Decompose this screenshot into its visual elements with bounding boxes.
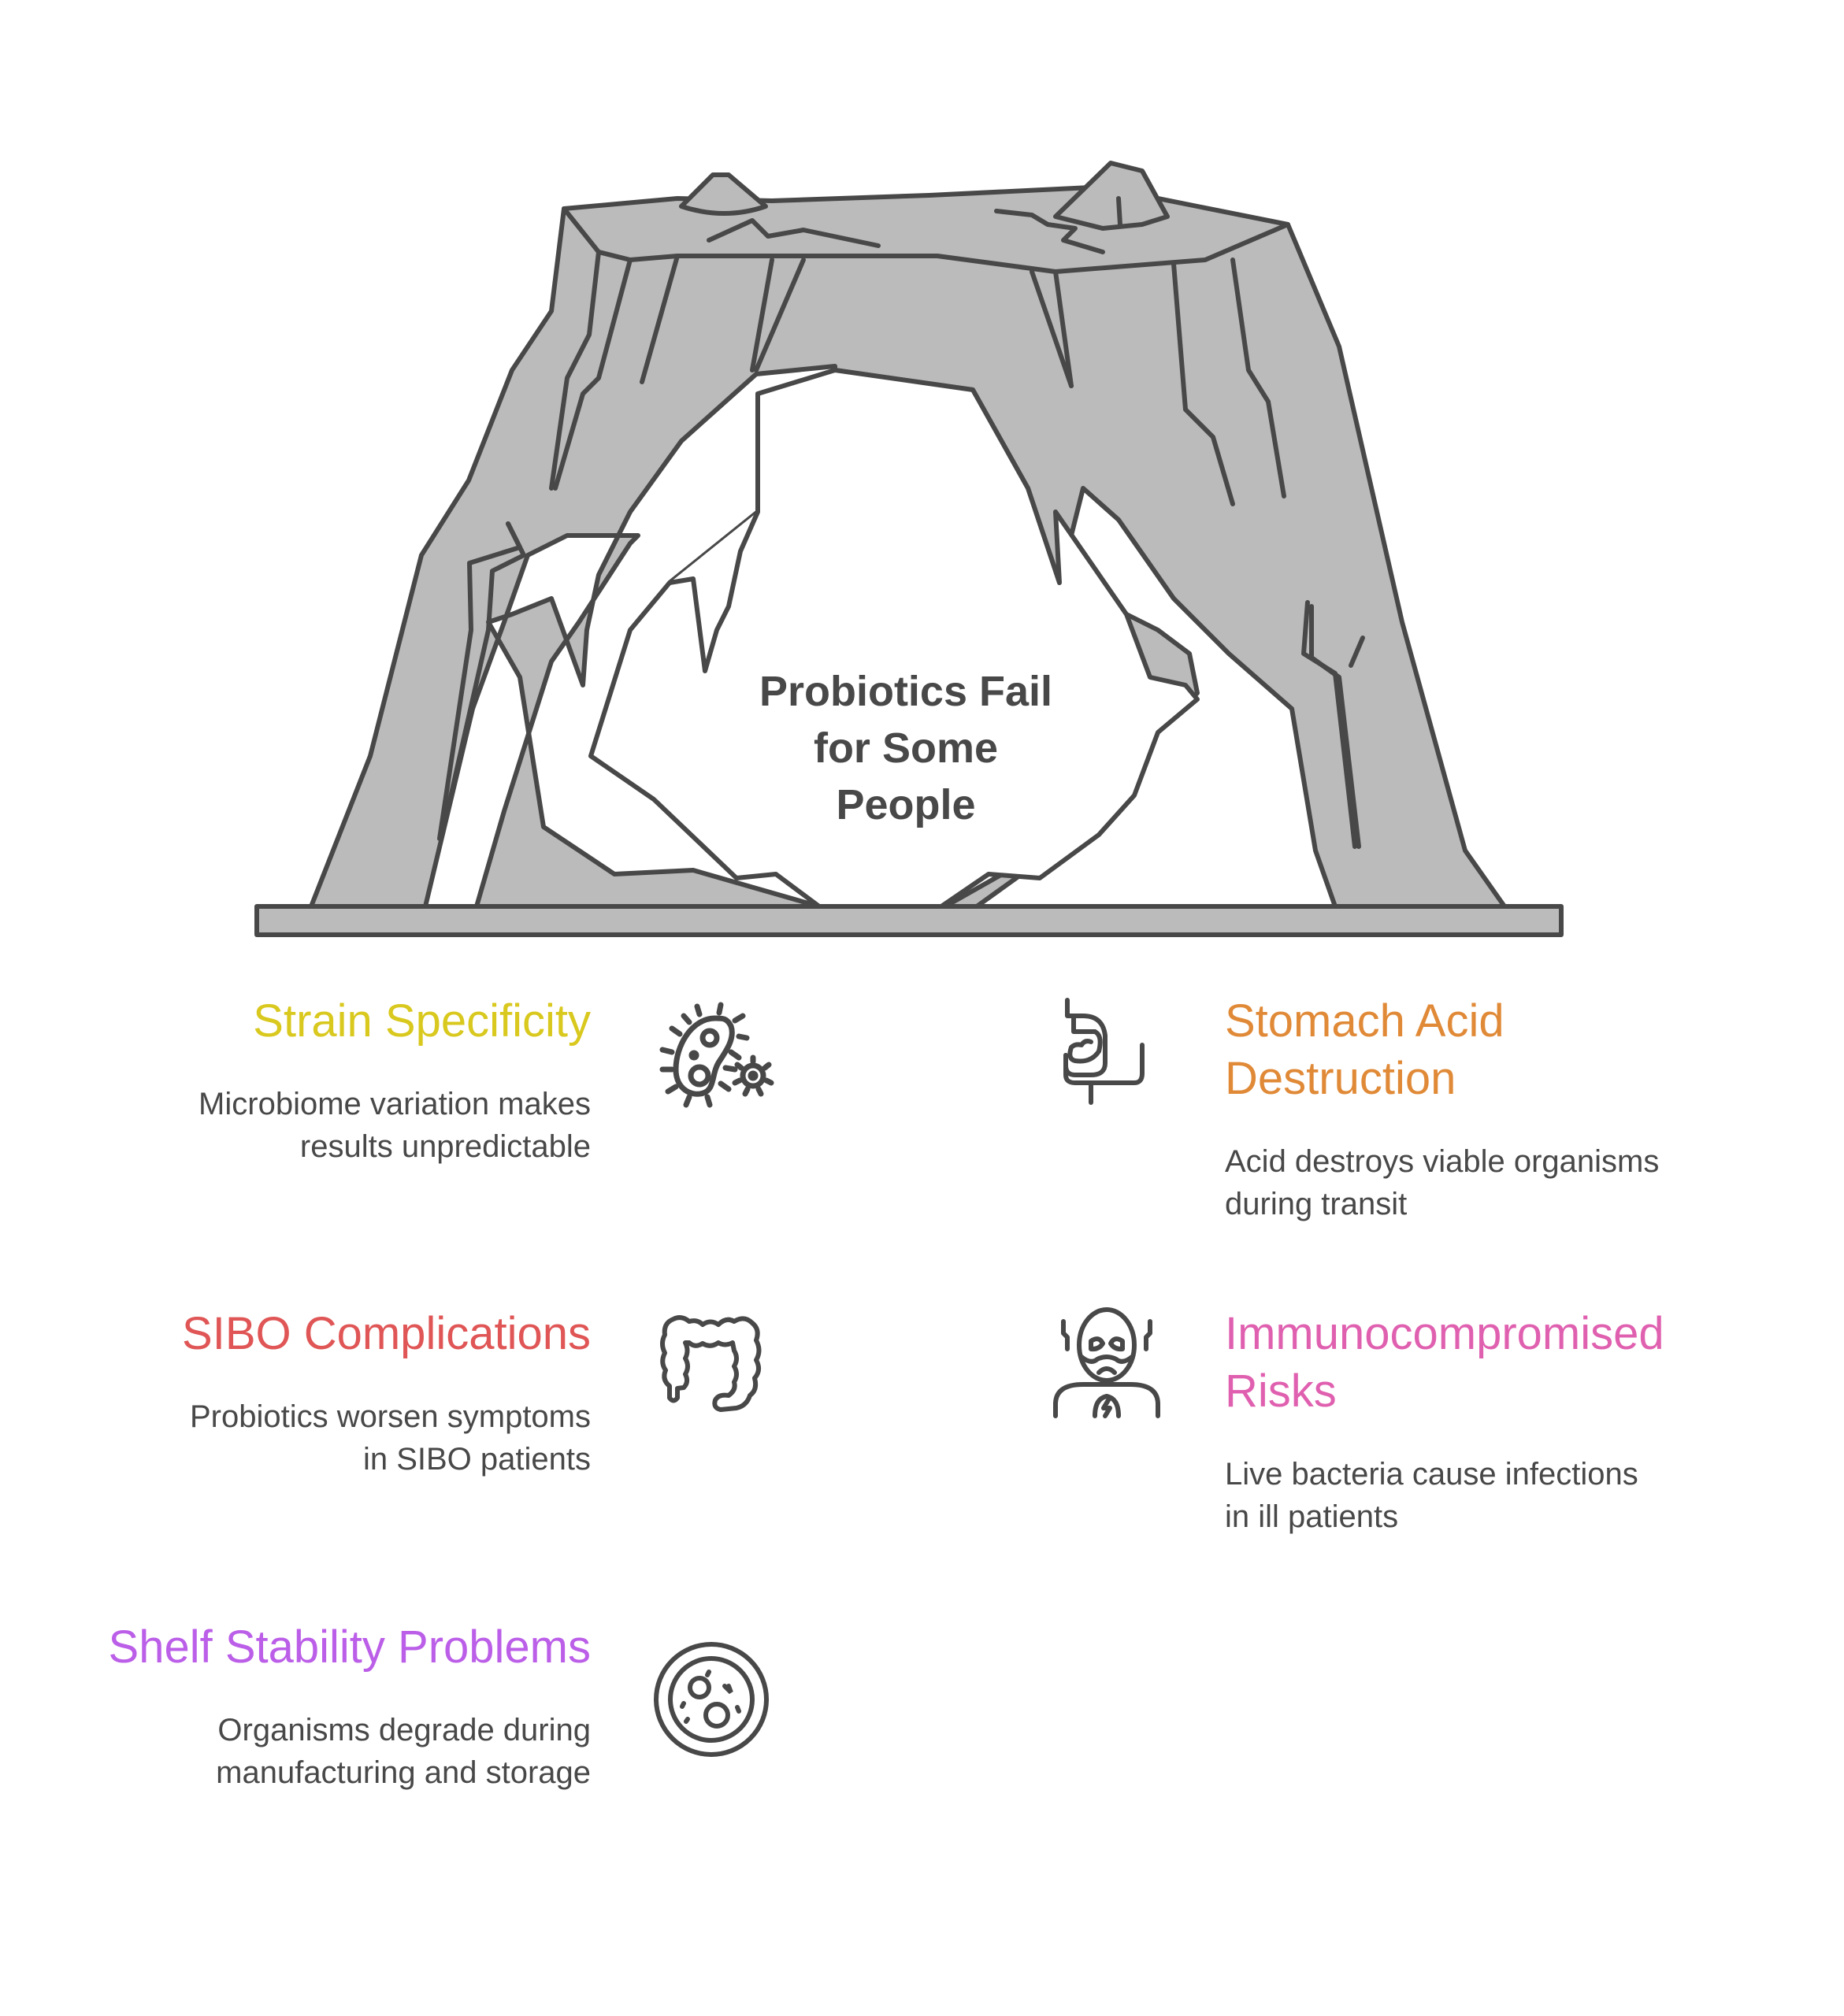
item-title: Stomach Acid Destruction	[1225, 995, 1505, 1104]
item-description: Microbiome variation makes results unpre…	[198, 1087, 591, 1164]
title-line: People	[836, 781, 976, 828]
item-shelf-stability-problems: Shelf Stability Problems Organisms degra…	[79, 1618, 591, 1794]
item-description: Live bacteria cause infections in ill pa…	[1225, 1457, 1638, 1534]
item-title: Strain Specificity	[253, 995, 591, 1047]
item-title: Shelf Stability Problems	[108, 1621, 591, 1673]
title-line: for Some	[813, 724, 999, 772]
stomach-icon	[1059, 996, 1154, 1106]
item-description: Acid destroys viable organisms during tr…	[1225, 1144, 1660, 1221]
item-title: Immunocompromised Risks	[1225, 1308, 1664, 1417]
item-description: Organisms degrade during manufacturing a…	[216, 1713, 591, 1790]
rock-arch-illustration	[254, 161, 1564, 937]
item-sibo-complications: SIBO Complications Probiotics worsen sym…	[79, 1305, 591, 1480]
item-stomach-acid-destruction: Stomach Acid Destruction Acid destroys v…	[1225, 992, 1776, 1225]
sick-person-icon	[1052, 1306, 1162, 1420]
item-immunocompromised-risks: Immunocompromised Risks Live bacteria ca…	[1225, 1305, 1776, 1538]
main-title: Probiotics Fail for Some People	[713, 663, 1099, 833]
item-description: Probiotics worsen symptoms in SIBO patie…	[189, 1399, 591, 1477]
intestine-icon	[654, 1307, 768, 1418]
bacteria-icon	[656, 999, 774, 1109]
item-title: SIBO Complications	[182, 1308, 591, 1359]
petri-dish-icon	[652, 1640, 770, 1758]
title-line: Probiotics Fail	[759, 668, 1053, 715]
item-strain-specificity: Strain Specificity Microbiome variation …	[79, 992, 591, 1168]
